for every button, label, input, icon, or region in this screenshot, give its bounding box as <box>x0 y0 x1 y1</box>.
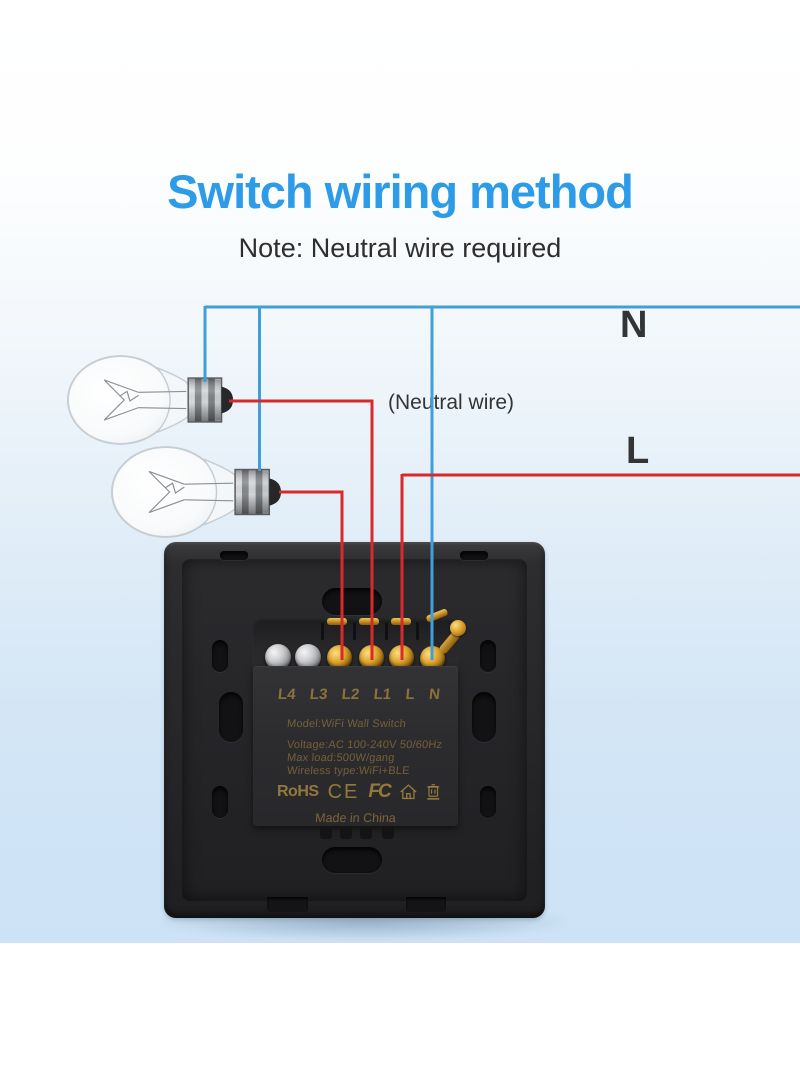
terminal-clamp-glint <box>391 618 411 625</box>
neutral-wire-caption: (Neutral wire) <box>388 391 515 414</box>
bottom-clip-right <box>406 897 446 912</box>
left-mounting-slot-upper <box>212 640 228 672</box>
bottom-clip-left <box>267 897 308 912</box>
terminal-label-row: L4 L3 L2 L1 L N <box>277 686 441 703</box>
top-right-slot <box>460 551 488 560</box>
bottom-oval-cutout <box>322 847 382 873</box>
terminal-divider <box>385 622 388 640</box>
rohs-logo: RoHS <box>277 783 319 800</box>
page-title: Switch wiring method <box>167 165 634 218</box>
module-tab <box>360 826 372 839</box>
terminal-label-l1: L1 <box>372 686 393 703</box>
module-tab <box>382 826 394 839</box>
bulb-filament <box>103 379 187 421</box>
terminal-clamp-glint <box>327 618 347 625</box>
switch-device-back: L4 L3 L2 L1 L N Model:WiFi Wall Switch V… <box>164 542 545 918</box>
bulb-glass <box>66 355 189 445</box>
right-keyhole-slot <box>472 692 496 742</box>
terminal-label-n: N <box>428 686 441 703</box>
bulb-glass <box>110 446 236 538</box>
certification-row: RoHS CE FC <box>277 778 441 806</box>
bulb-screw-base <box>234 468 271 516</box>
right-mounting-slot-upper <box>480 640 496 672</box>
made-in-china-label: Made in China <box>314 811 397 825</box>
terminal-label-l2: L2 <box>340 686 361 703</box>
top-left-slot <box>220 551 248 560</box>
terminal-divider <box>416 622 419 640</box>
bulb-screw-base <box>187 377 223 423</box>
loose-screw-head <box>450 620 466 636</box>
house-icon <box>399 784 417 800</box>
left-mounting-slot-lower <box>212 786 228 818</box>
spec-line-maxload: Max load:500W/gang <box>286 752 396 764</box>
right-mounting-slot-lower <box>480 786 496 818</box>
neutral-wire-label: N <box>620 304 648 346</box>
bulb-contact-tip <box>269 478 282 506</box>
terminal-label-l4: L4 <box>277 686 297 703</box>
line-wire-label: L <box>626 430 650 472</box>
neutral-required-note: Note: Neutral wire required <box>238 233 562 263</box>
light-bulb-2 <box>110 446 282 538</box>
terminal-label-l3: L3 <box>308 686 329 703</box>
switch-module: L4 L3 L2 L1 L N Model:WiFi Wall Switch V… <box>253 666 458 826</box>
top-oval-cutout <box>322 588 382 615</box>
spec-line-voltage: Voltage:AC 100-240V 50/60Hz <box>286 739 443 751</box>
module-tab <box>340 826 352 839</box>
terminal-divider <box>321 622 324 640</box>
spec-line-model: Model:WiFi Wall Switch <box>286 718 407 730</box>
bulb-filament <box>148 470 234 514</box>
terminal-label-l: L <box>404 686 416 703</box>
terminal-clamp-glint <box>359 618 379 625</box>
left-keyhole-slot <box>219 692 243 742</box>
module-tab <box>320 826 332 839</box>
spec-line-wireless: Wireless type:WiFi+BLE <box>286 765 411 777</box>
fcc-logo: FC <box>368 781 391 802</box>
weee-bin-icon <box>427 784 440 800</box>
bulb-contact-tip <box>221 386 234 414</box>
terminal-divider <box>353 622 356 640</box>
light-bulb-1 <box>66 355 234 445</box>
ce-logo: CE <box>327 780 360 803</box>
